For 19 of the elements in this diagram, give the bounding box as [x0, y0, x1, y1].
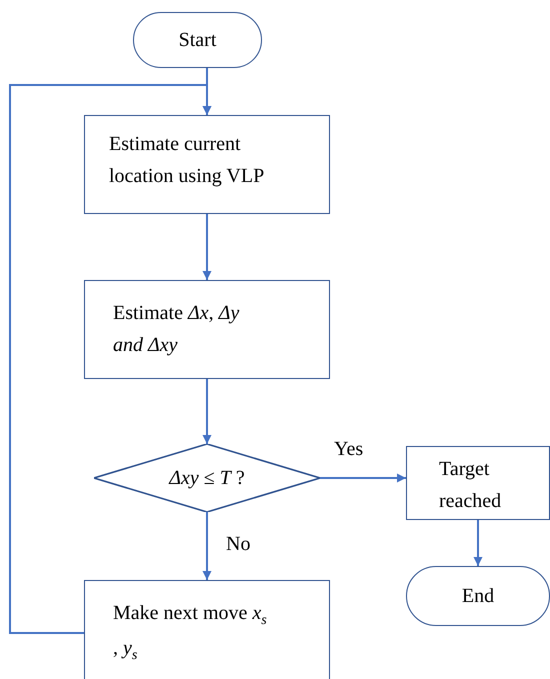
process-box — [84, 115, 330, 214]
terminal-shape — [406, 566, 550, 626]
arrow — [320, 474, 406, 482]
node-text: Estimate current location using VLP — [109, 132, 266, 189]
node-text: Δxy ≤ T ? — [169, 466, 245, 491]
arrow — [202, 214, 212, 280]
arrow — [474, 520, 482, 566]
decision-diamond — [94, 444, 320, 512]
node-text: End — [462, 584, 494, 609]
process-box — [84, 580, 330, 679]
node-text: Estimate Δx, Δy and Δxy — [113, 301, 240, 358]
node-text: Make next move x$_{s}$ , y$_{s}$ — [113, 601, 268, 666]
arrow — [202, 512, 212, 580]
node-text: Start — [178, 28, 216, 53]
process-box — [84, 280, 330, 379]
node-text: Target reached — [439, 457, 502, 514]
process-box — [406, 446, 550, 520]
arrow — [202, 379, 212, 444]
arrow — [9, 84, 212, 634]
